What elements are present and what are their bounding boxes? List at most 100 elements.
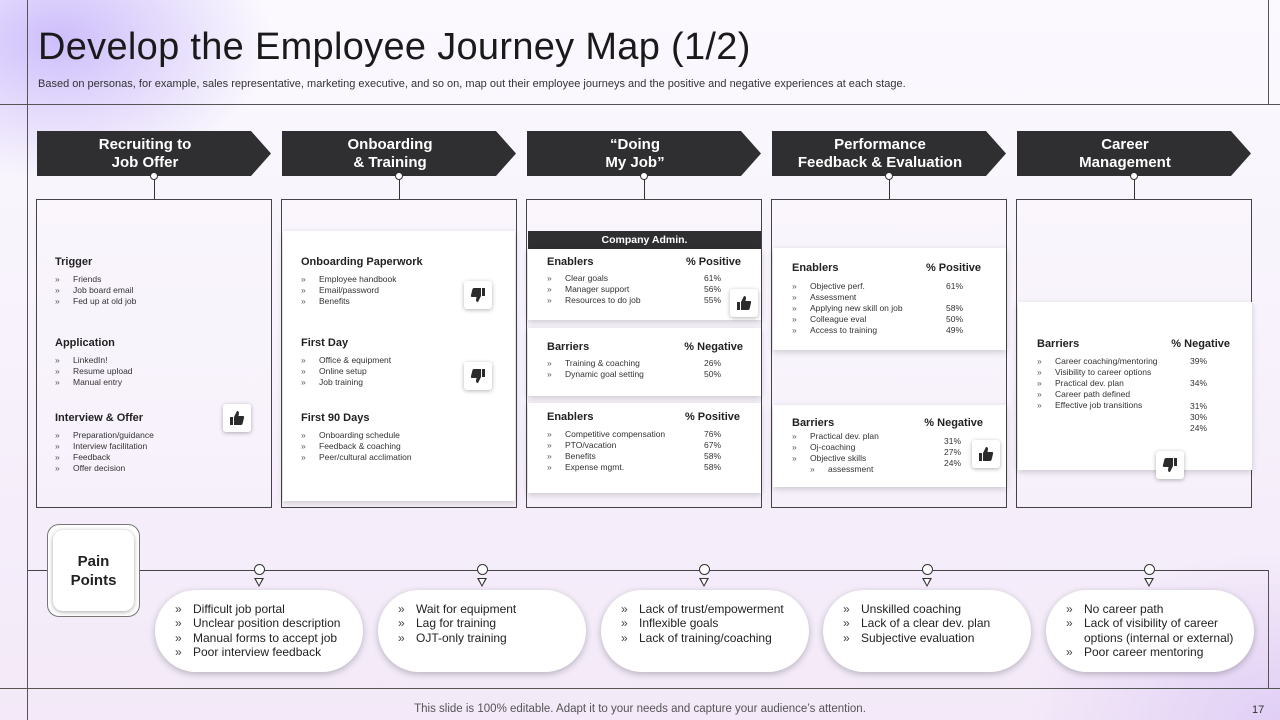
list-item: Objective perf. <box>792 281 903 292</box>
list-item: Training & coaching <box>547 358 644 369</box>
pain-points-career: No career path Lack of visibility of car… <box>1046 590 1254 672</box>
section-header: Application <box>55 337 115 349</box>
list-item: Feedback <box>55 452 154 463</box>
list-item: Clear goals <box>547 273 641 284</box>
enablers-label: Enablers <box>547 256 594 268</box>
pain-points-recruiting: Difficult job portal Unclear position de… <box>155 590 363 672</box>
enablers-list: Competitive compensation PTO/vacation Be… <box>547 429 665 473</box>
list-item: Lack of a clear dev. plan <box>843 616 1017 630</box>
list-item: Wait for equipment <box>398 602 572 616</box>
list-item: Subjective evaluation <box>843 631 1017 645</box>
enablers-header: Enablers % Positive <box>547 256 741 268</box>
list-item: Benefits <box>301 296 423 307</box>
positive-pct-label: % Positive <box>685 256 741 268</box>
list-item: Objective skills <box>792 453 879 464</box>
connector-dot <box>150 172 158 180</box>
pin-arrow <box>254 578 265 587</box>
thumbs-up-icon <box>730 289 758 317</box>
barriers-list: Practical dev. plan Oj-coaching Objectiv… <box>792 431 879 475</box>
list-item: Employee handbook <box>301 274 423 285</box>
pct-value: 61% <box>946 281 964 291</box>
pct-value: 24% <box>944 458 962 468</box>
pain-points-doing-job: Lack of trust/empowerment Inflexible goa… <box>601 590 809 672</box>
bottom-rule <box>0 688 1280 689</box>
pain-timeline <box>27 570 1268 571</box>
list-item: Resume upload <box>55 366 133 377</box>
section-onboarding-paperwork: Onboarding Paperwork Employee handbook E… <box>301 256 423 307</box>
connector-line <box>889 176 890 199</box>
section-header: First Day <box>301 337 349 349</box>
negative-pct-label: % Negative <box>1171 338 1230 350</box>
connector-line <box>1134 176 1135 199</box>
section-header: First 90 Days <box>301 412 370 424</box>
positive-pct-label: % Positive <box>684 411 740 423</box>
list-item: Online setup <box>301 366 391 377</box>
page-number: 17 <box>1252 704 1265 716</box>
timeline-pin <box>922 564 933 575</box>
section-application: Application LinkedIn! Resume upload Manu… <box>55 337 133 388</box>
connector-dot <box>640 172 648 180</box>
list-item: Office & equipment <box>301 355 391 366</box>
pain-list: Wait for equipment Lag for training OJT-… <box>398 602 572 645</box>
company-admin-bar: Company Admin. <box>528 231 761 249</box>
list-item: Competitive compensation <box>547 429 665 440</box>
pain-list: Lack of trust/empowerment Inflexible goa… <box>621 602 795 645</box>
list-item: Visibility to career options <box>1037 367 1158 378</box>
pct-value: 58% <box>704 451 722 461</box>
list-item: Email/password <box>301 285 423 296</box>
pct-value: 24% <box>1190 423 1208 433</box>
footer-note: This slide is 100% editable. Adapt it to… <box>414 703 866 715</box>
pain-list: Difficult job portal Unclear position de… <box>175 602 349 659</box>
item-list: Friends Job board email Fed up at old jo… <box>55 274 136 307</box>
list-item: Inflexible goals <box>621 616 795 630</box>
list-item: Practical dev. plan <box>792 431 879 442</box>
stage-career: Career Management <box>1017 131 1251 176</box>
enablers-label: Enablers <box>792 262 839 274</box>
item-list: Preparation/guidance Interview facilitat… <box>55 430 154 474</box>
list-item: Practical dev. plan <box>1037 378 1158 389</box>
connector-line <box>644 176 645 199</box>
pain-points-label: Pain Points <box>53 530 134 611</box>
thumbs-down-icon <box>464 362 492 390</box>
pain-points-text: Pain Points <box>70 552 117 589</box>
connector-line <box>399 176 400 199</box>
item-list: Onboarding schedule Feedback & coaching … <box>301 430 412 463</box>
pin-arrow <box>477 578 488 587</box>
pct-value: 61% <box>704 273 722 283</box>
left-rule <box>27 0 28 720</box>
list-item: Preparation/guidance <box>55 430 154 441</box>
timeline-pin <box>254 564 265 575</box>
timeline-pin <box>699 564 710 575</box>
pct-value: 67% <box>704 440 722 450</box>
pin-arrow <box>1144 578 1155 587</box>
list-item: Manual forms to accept job <box>175 631 349 645</box>
pct-value: 39% <box>1190 356 1208 366</box>
connector-line <box>154 176 155 199</box>
list-item: Feedback & coaching <box>301 441 412 452</box>
list-item: Oj-coaching <box>792 442 879 453</box>
list-item: Unskilled coaching <box>843 602 1017 616</box>
list-item: Onboarding schedule <box>301 430 412 441</box>
stage-recruiting: Recruiting to Job Offer <box>37 131 271 176</box>
pct-value: 55% <box>704 295 722 305</box>
list-item: Lag for training <box>398 616 572 630</box>
list-item: Career path defined <box>1037 389 1158 400</box>
page-subtitle: Based on personas, for example, sales re… <box>38 78 906 90</box>
pain-points-performance: Unskilled coaching Lack of a clear dev. … <box>823 590 1031 672</box>
barriers-label: Barriers <box>792 417 835 429</box>
list-item: Effective job transitions <box>1037 400 1158 411</box>
list-item: Unclear position description <box>175 616 349 630</box>
pain-list: No career path Lack of visibility of car… <box>1066 602 1240 659</box>
pct-value: 50% <box>946 314 964 324</box>
pain-list: Unskilled coaching Lack of a clear dev. … <box>843 602 1017 645</box>
stage-label: Career Management <box>1079 135 1171 171</box>
list-item: No career path <box>1066 602 1240 616</box>
thumbs-down-icon <box>464 281 492 309</box>
top-rule <box>0 104 1280 105</box>
enablers-list: Objective perf. Assessment Applying new … <box>792 281 903 336</box>
barriers-header: Barriers % Negative <box>1037 338 1230 350</box>
list-item: Colleague eval <box>792 314 903 325</box>
list-item: Lack of trust/empowerment <box>621 602 795 616</box>
section-first-90-days: First 90 Days Onboarding schedule Feedba… <box>301 412 412 463</box>
thumbs-down-icon <box>1156 451 1184 479</box>
